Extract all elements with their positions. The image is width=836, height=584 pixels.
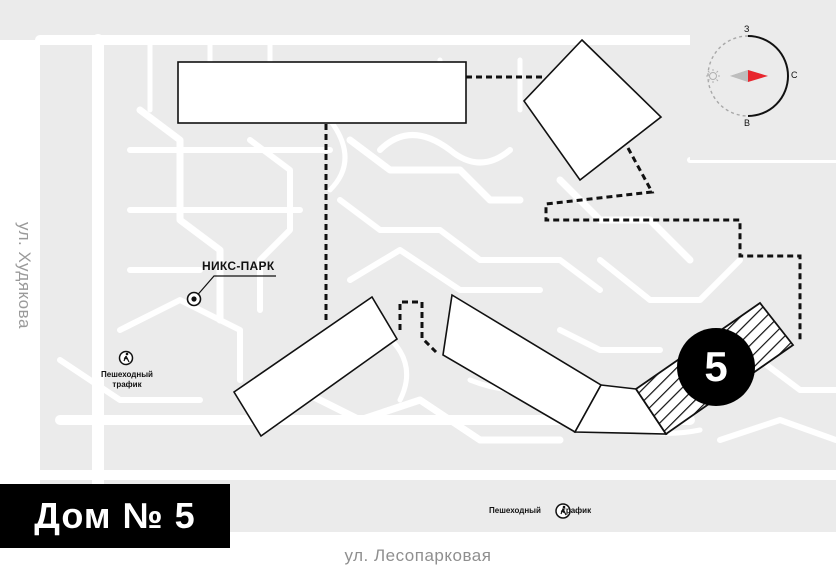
sun-icon	[709, 72, 717, 80]
building-left-bar	[232, 295, 399, 438]
pedestrian-bottom-word2: трафик	[561, 506, 592, 515]
building-top-square	[522, 38, 663, 182]
walking-route	[324, 75, 802, 354]
pedestrian-left-line2: трафик	[112, 380, 142, 389]
street-lesoparkovaya-label: ул. Лесопарковая	[344, 546, 492, 565]
pedestrian-icon	[118, 350, 134, 366]
park-marker-icon	[186, 275, 276, 307]
pedestrian-traffic-left: Пешеходный трафик	[92, 370, 162, 390]
building-top-rect	[177, 61, 467, 124]
street-label-left: ул. Худякова	[6, 222, 46, 332]
compass-east-letter: В	[744, 118, 751, 128]
compass-north-letter: С	[791, 70, 798, 80]
pedestrian-left-line1: Пешеходный	[101, 370, 153, 379]
house-5-badge[interactable]	[677, 328, 755, 406]
pedestrian-bottom-word1: Пешеходный	[489, 506, 541, 515]
pedestrian-traffic-bottom: Пешеходный трафик	[489, 506, 591, 515]
house-5-badge-number: 5	[704, 343, 728, 390]
street-khudyakova-label: ул. Худякова	[15, 222, 34, 329]
compass	[690, 0, 836, 160]
buildings	[177, 38, 668, 438]
pedestrian-icon-bottom	[555, 503, 571, 519]
compass-west-letter: З	[744, 24, 750, 34]
park-label: НИКС-ПАРК	[202, 259, 275, 273]
house-title: Дом № 5	[0, 484, 230, 548]
